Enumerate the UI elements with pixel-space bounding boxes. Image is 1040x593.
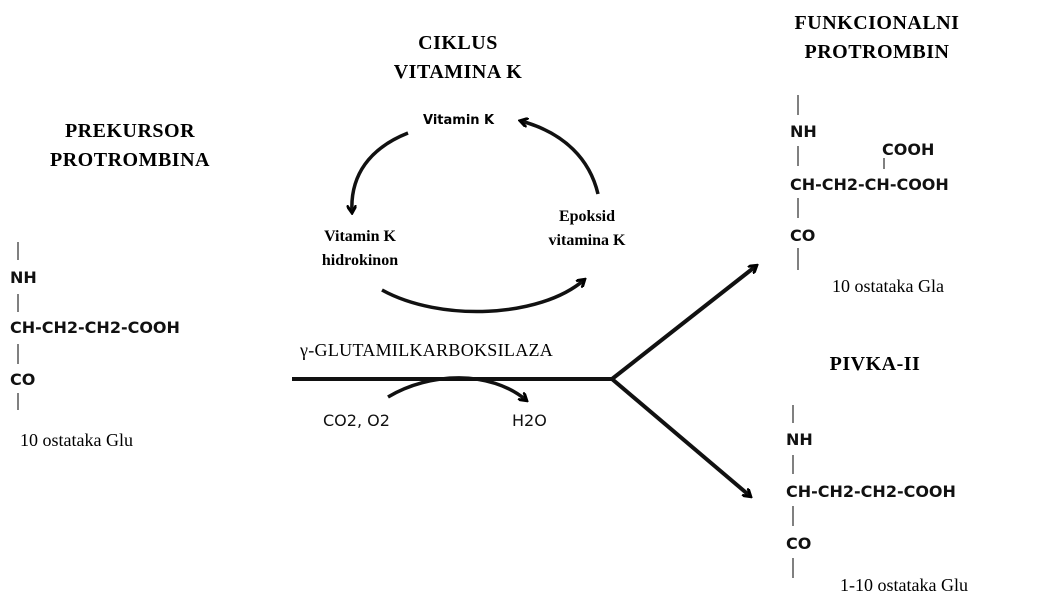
precursor-title-line2: PROTROMBINA — [50, 149, 210, 171]
pivka-chain: CH-CH2-CH2-COOH — [786, 482, 956, 501]
reaction-side-arrow — [387, 376, 526, 400]
cycle-vitamin-k: Vitamin K — [423, 113, 495, 128]
functional-nh: NH — [790, 122, 817, 141]
cycle-hydroquinone-line1: Vitamin K — [324, 228, 396, 245]
functional-cooh: COOH — [882, 140, 935, 159]
precursor-title-line1: PREKURSOR — [64, 120, 196, 142]
cycle-epoxide-line2: vitamina K — [548, 232, 626, 249]
cycle-arrow-to-hydroquinone — [352, 131, 409, 212]
cycle-epoxide: Epoksid vitamina K — [527, 205, 647, 253]
precursor-chain: CH-CH2-CH2-COOH — [10, 318, 180, 337]
pivka-nh: NH — [786, 430, 813, 449]
functional-count: 10 ostataka Gla — [832, 276, 944, 296]
precursor-nh: NH — [10, 268, 37, 287]
reaction-substrates: CO2, O2 — [323, 411, 390, 430]
precursor-co: CO — [10, 370, 36, 389]
cycle-arrow-to-epoxide — [381, 280, 584, 314]
cycle-hydroquinone: Vitamin K hidrokinon — [300, 225, 420, 273]
functional-title-line2: PROTROMBIN — [804, 41, 950, 63]
precursor-title: PREKURSOR PROTROMBINA — [30, 117, 230, 175]
functional-bonds — [797, 95, 885, 270]
functional-title-line1: FUNKCIONALNI — [794, 12, 960, 34]
cycle-hydroquinone-line2: hidrokinon — [321, 252, 399, 269]
reaction-product: H2O — [512, 411, 547, 430]
cycle-title-line1: CIKLUS — [418, 32, 498, 54]
cycle-title: CIKLUS VITAMINA K — [373, 29, 543, 87]
functional-chain: CH-CH2-CH-COOH — [790, 175, 949, 194]
cycle-title-line2: VITAMINA K — [393, 61, 523, 83]
branch-arrow-pivka — [610, 377, 750, 496]
cycle-arrow-to-vitamin-k — [521, 121, 600, 195]
functional-co: CO — [790, 226, 816, 245]
pivka-co: CO — [786, 534, 812, 553]
branch-arrow-functional — [610, 266, 756, 381]
functional-title: FUNKCIONALNI PROTROMBIN — [770, 9, 984, 67]
enzyme-label: γ-GLUTAMILKARBOKSILAZA — [300, 340, 554, 360]
pivka-count: 1-10 ostataka Glu — [840, 575, 968, 593]
pivka-title: PIVKA-II — [829, 353, 921, 375]
precursor-count: 10 ostataka Glu — [20, 430, 133, 450]
cycle-epoxide-line1: Epoksid — [558, 208, 616, 225]
